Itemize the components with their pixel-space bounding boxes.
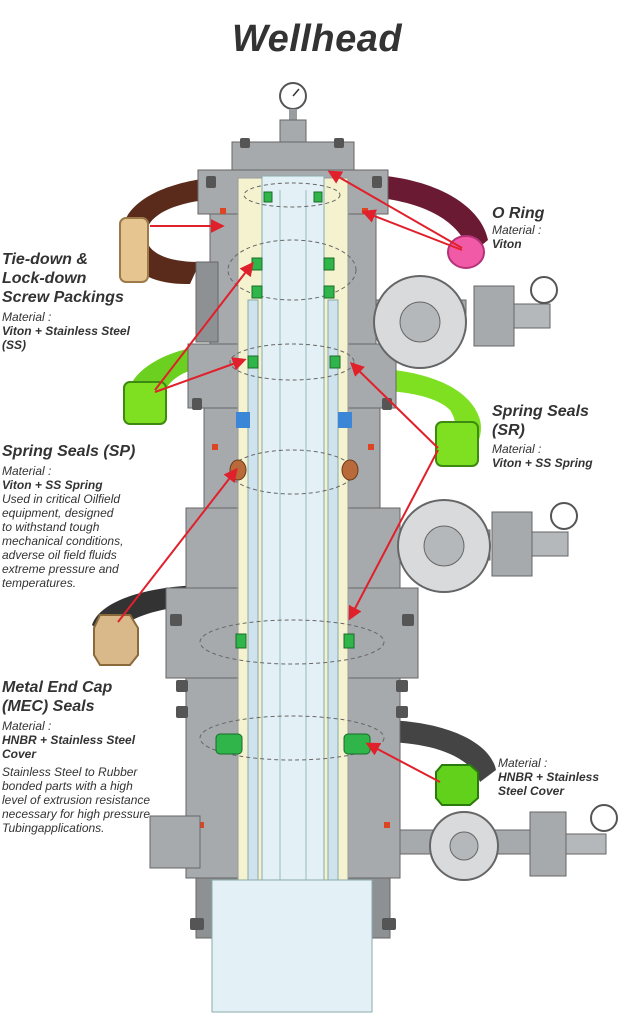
- spring-seal-sr-ring: [360, 368, 481, 467]
- oring-material-value: Viton: [492, 237, 522, 251]
- sp-desc-1: Used in critical Oilfield: [2, 492, 121, 506]
- sr-heading-2: (SR): [492, 422, 525, 439]
- hnbr-material-value-1: HNBR + Stainless: [498, 770, 600, 784]
- tiedown-heading-1: Tie-down &: [2, 251, 88, 268]
- sp-desc-4: mechanical conditions,: [2, 534, 124, 548]
- sp-heading: Spring Seals (SP): [2, 443, 136, 460]
- mec-seals-label: Metal End Cap (MEC) Seals Material : HNB…: [2, 678, 172, 835]
- callout-arrows: [117, 170, 463, 783]
- spring-seals-sp-label: Spring Seals (SP) Material : Viton + SS …: [2, 442, 167, 590]
- mec-material-label: Material :: [2, 719, 52, 733]
- tiedown-packing-ring: [119, 176, 230, 285]
- hnbr-material-value-2: Steel Cover: [498, 784, 565, 798]
- hnbr-material-label: Material :: [498, 756, 548, 770]
- sp-desc-7: temperatures.: [2, 576, 77, 590]
- sp-desc-5: adverse oil field fluids: [2, 548, 117, 562]
- mec-desc-4: necessary for high pressure: [2, 807, 151, 821]
- oring-label: O Ring Material : Viton: [492, 204, 622, 251]
- mec-material-value-1: HNBR + Stainless Steel: [2, 733, 136, 747]
- lower-valve: [399, 804, 618, 881]
- left-side-port: [149, 815, 201, 869]
- wellhead-body: [165, 82, 419, 1013]
- mec-desc-1: Stainless Steel to Rubber: [2, 765, 138, 779]
- sp-desc-2: equipment, designed: [2, 506, 114, 520]
- tiedown-heading-3: Screw Packings: [2, 289, 124, 306]
- mec-material-value-2: Cover: [2, 747, 37, 761]
- tiedown-material-value-1: Viton + Stainless Steel: [2, 324, 130, 338]
- sr-material-value: Viton + SS Spring: [492, 456, 593, 470]
- hnbr-cover-label: Material : HNBR + Stainless Steel Cover: [498, 756, 628, 798]
- tiedown-heading-2: Lock-down: [2, 270, 87, 287]
- page-title: Wellhead: [231, 18, 403, 60]
- sr-heading-1: Spring Seals: [492, 403, 589, 420]
- mec-heading-1: Metal End Cap: [2, 679, 113, 696]
- mec-desc-3: level of extrusion resistance: [2, 793, 151, 807]
- oring-heading: O Ring: [492, 205, 545, 222]
- tiedown-material-label: Material :: [2, 310, 52, 324]
- sp-material-label: Material :: [2, 464, 52, 478]
- sp-desc-6: extreme pressure and: [2, 562, 119, 576]
- oring-material-label: Material :: [492, 223, 542, 237]
- tiedown-label: Tie-down & Lock-down Screw Packings Mate…: [2, 250, 162, 352]
- spring-seals-sr-label: Spring Seals (SR) Material : Viton + SS …: [492, 402, 632, 470]
- upper-valve: [373, 275, 558, 369]
- sp-desc-3: to withstand tough: [2, 520, 100, 534]
- mec-desc-2: bonded parts with a high: [2, 779, 133, 793]
- sr-material-label: Material :: [492, 442, 542, 456]
- mec-desc-5: Tubingapplications.: [2, 821, 105, 835]
- sp-material-value: Viton + SS Spring: [2, 478, 103, 492]
- mec-heading-2: (MEC) Seals: [2, 698, 95, 715]
- middle-valve: [397, 499, 578, 593]
- tiedown-material-value-2: (SS): [2, 338, 26, 352]
